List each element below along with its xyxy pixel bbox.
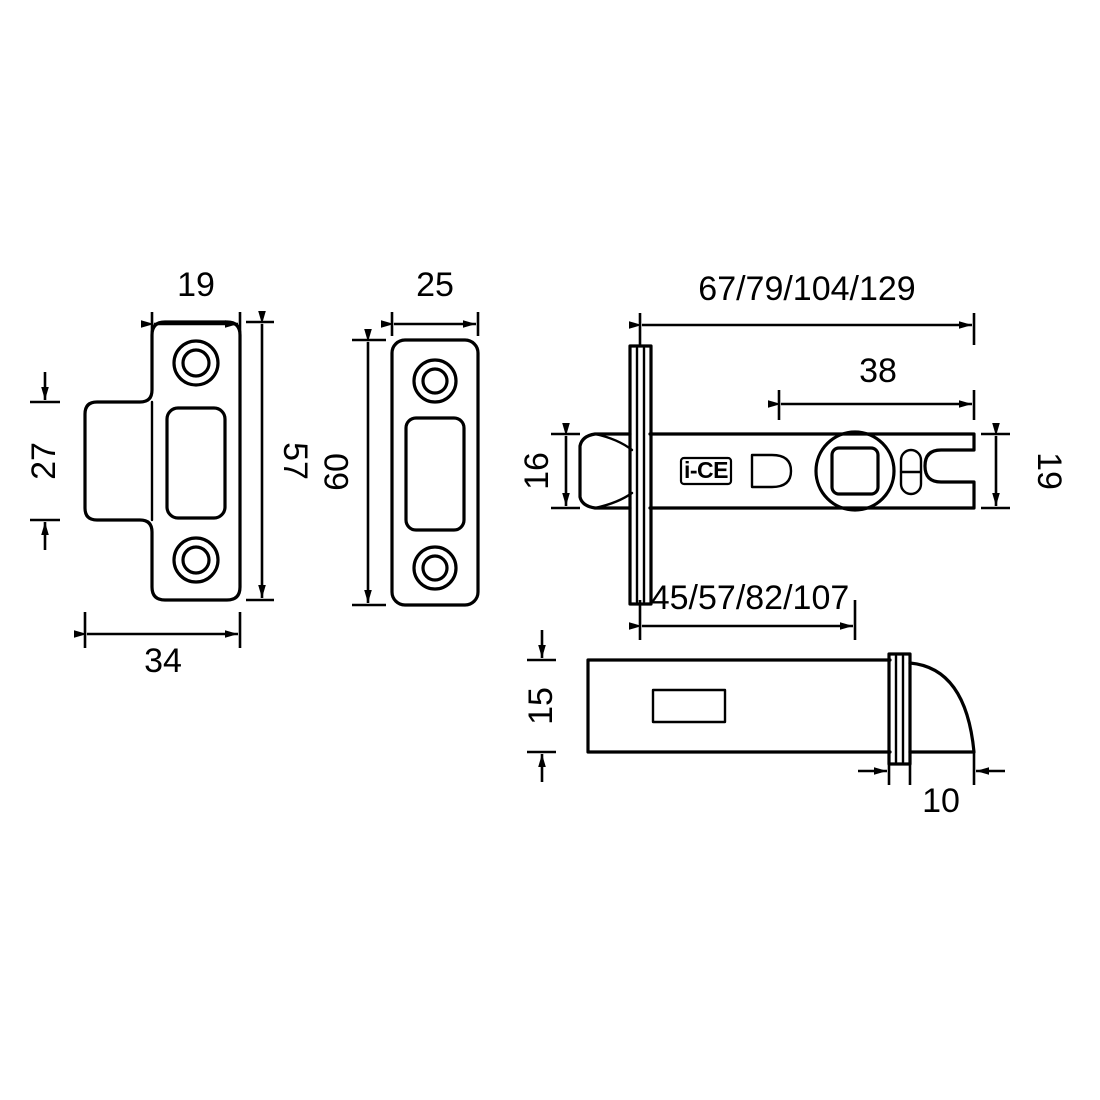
dim-label-19b: 19 xyxy=(1030,452,1068,490)
latch-bolt-crown-top xyxy=(593,432,634,452)
view-faceplate-front: 25 60 xyxy=(318,266,480,607)
dim-label-bodylen: 67/79/104/129 xyxy=(698,270,915,308)
faceplate-screw-hole-bottom-outer xyxy=(412,545,458,591)
dim-label-19: 19 xyxy=(177,266,215,304)
plan-latch-bolt-quarter-round xyxy=(908,661,976,754)
spindle-hole-square xyxy=(830,446,880,496)
lock-case-plan-outline xyxy=(586,658,892,754)
bolt-aperture xyxy=(165,406,227,520)
plan-faceplate-bar xyxy=(887,652,912,766)
dim-label-27: 27 xyxy=(25,442,63,480)
faceplate-screw-hole-top-outer xyxy=(412,358,458,404)
dim-label-34: 34 xyxy=(144,642,182,680)
faceplate-screw-hole-bottom-inner xyxy=(421,554,449,582)
dim-label-15: 15 xyxy=(522,687,560,725)
latch-bolt-profile xyxy=(578,432,632,510)
dim-label-38: 38 xyxy=(859,352,897,390)
brand-logo-label: i-CE xyxy=(684,457,728,483)
dim-label-60: 60 xyxy=(318,453,356,491)
screw-hole-top-outer xyxy=(172,339,220,387)
brand-logo-box xyxy=(679,456,733,486)
faceplate-screw-hole-top-inner xyxy=(421,367,449,395)
lock-case-outline xyxy=(648,432,976,510)
lock-faceplate-bar xyxy=(628,344,653,606)
screw-hole-bottom-outer xyxy=(172,536,220,584)
case-plan-slot xyxy=(651,688,727,724)
view-lock-body-side: i-CE 67/79/104/129 38 16 xyxy=(518,270,1068,640)
screw-hole-bottom-inner xyxy=(181,545,211,575)
screw-hole-top-inner xyxy=(181,348,211,378)
dim-label-backset: 45/57/82/107 xyxy=(651,579,850,617)
follower-hole-circle xyxy=(814,430,896,512)
d-slot xyxy=(750,453,793,489)
dim-label-57: 57 xyxy=(276,442,314,480)
strike-plate-outline xyxy=(83,320,242,602)
dim-label-10: 10 xyxy=(922,782,960,820)
dim-label-16: 16 xyxy=(518,452,556,490)
view-lock-body-plan: 15 10 xyxy=(522,630,1005,820)
latch-bolt-crown-bottom xyxy=(593,491,634,510)
dim-label-25: 25 xyxy=(416,266,454,304)
view-strike-plate-front: 19 57 27 34 xyxy=(25,266,314,680)
faceplate-outline xyxy=(390,338,480,607)
faceplate-latch-aperture xyxy=(404,416,466,532)
